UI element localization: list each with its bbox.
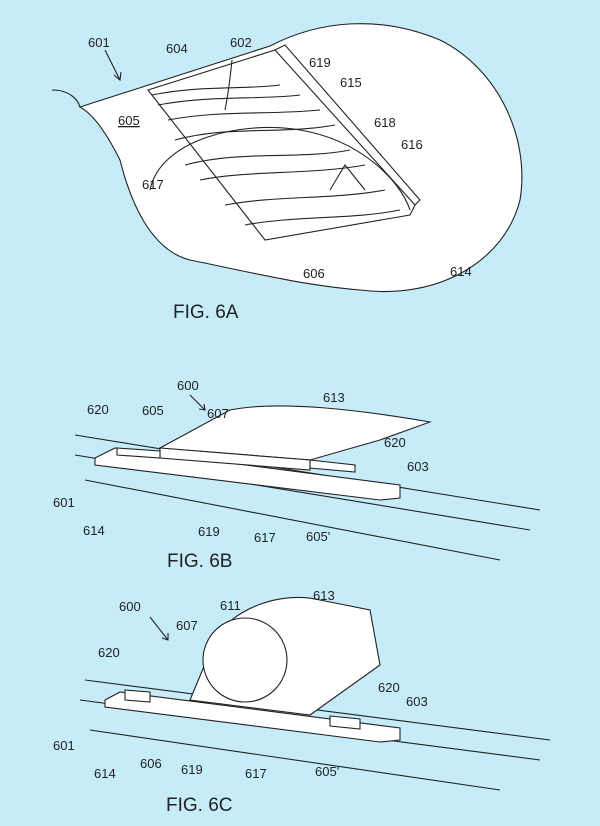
caption-fig-6a: FIG. 6A — [173, 302, 239, 323]
ref-603: 603 — [407, 459, 429, 474]
caption-fig-6c: FIG. 6C — [166, 795, 233, 816]
ref-601: 601 — [53, 495, 75, 510]
ref-601: 601 — [53, 738, 75, 753]
ref-617: 617 — [245, 766, 267, 781]
ref-613: 613 — [313, 588, 335, 603]
ref-620-left: 620 — [87, 402, 109, 417]
ref-617: 617 — [142, 177, 164, 192]
ref-611: 611 — [220, 598, 241, 613]
pad-620-left — [116, 447, 161, 459]
ref-614: 614 — [450, 264, 472, 279]
ref-606: 606 — [140, 756, 162, 771]
ref-601: 601 — [88, 35, 110, 50]
pad-620-right — [329, 715, 361, 730]
ref-607: 607 — [176, 618, 198, 633]
ref-620-right: 620 — [384, 435, 406, 450]
ref-617: 617 — [254, 530, 276, 545]
ref-618: 618 — [374, 115, 396, 130]
arrow-600 — [149, 616, 169, 641]
ref-619: 619 — [198, 524, 220, 539]
ref-603: 603 — [406, 694, 428, 709]
ref-619: 619 — [309, 55, 331, 70]
ref-604: 604 — [166, 41, 188, 56]
ref-614: 614 — [83, 523, 105, 538]
arrow-601 — [104, 49, 122, 82]
base-layer-605 — [94, 447, 401, 501]
ref-605: 605 — [118, 113, 140, 128]
figure-6c: 600 611 613 607 620 620 603 601 614 606 … — [53, 588, 551, 816]
ref-602: 602 — [230, 35, 252, 50]
ref-605-prime: 605' — [306, 529, 330, 544]
caption-fig-6b: FIG. 6B — [167, 551, 232, 572]
ref-600: 600 — [177, 378, 199, 393]
flap-613 — [158, 405, 433, 461]
ref-606: 606 — [303, 266, 325, 281]
ref-616: 616 — [401, 137, 423, 152]
fold-edge — [274, 44, 421, 206]
base-layer-605 — [104, 691, 401, 743]
arrow-600 — [189, 394, 206, 411]
ref-605-prime: 605' — [315, 764, 339, 779]
ref-613: 613 — [323, 390, 345, 405]
microstructure-strands — [149, 59, 411, 226]
ref-615: 615 — [340, 75, 362, 90]
skin-edge-left — [51, 89, 81, 108]
ref-605: 605 — [142, 403, 164, 418]
figure-6b: 600 613 605 620 607 620 603 601 614 619 … — [53, 378, 541, 572]
ref-620-left: 620 — [98, 645, 120, 660]
device-opening — [147, 49, 416, 241]
ref-607: 607 — [207, 406, 229, 421]
ref-619: 619 — [181, 762, 203, 777]
pad-620-left — [124, 689, 151, 703]
ref-600: 600 — [119, 599, 141, 614]
ref-614: 614 — [94, 766, 116, 781]
pad-620-right — [309, 459, 356, 473]
figure-6a: 601 604 602 619 615 618 616 605 617 606 … — [51, 23, 523, 323]
ref-620-right: 620 — [378, 680, 400, 695]
roller-611 — [202, 617, 288, 703]
